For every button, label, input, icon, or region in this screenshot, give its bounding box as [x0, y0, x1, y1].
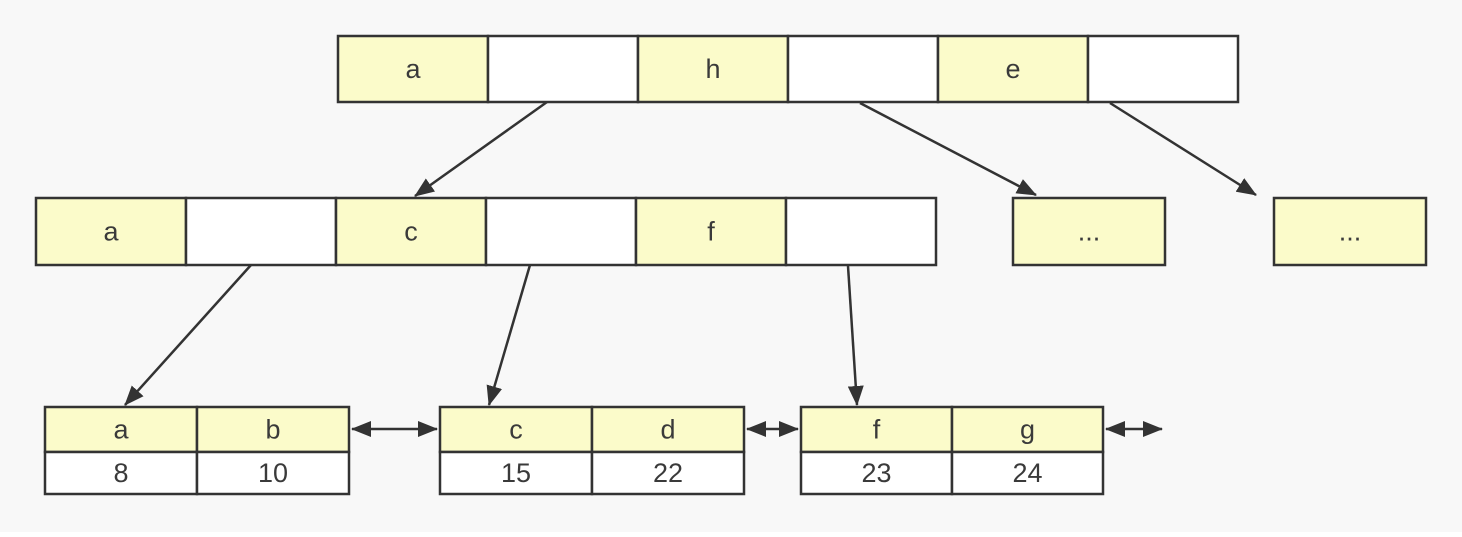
root-node-cell-0-label: a [405, 54, 421, 84]
child-pointer-arrow-2 [859, 101, 1037, 197]
internal-node-cell-2-key [334, 196, 488, 267]
elided-node-1-cell-0-key [1011, 196, 1167, 267]
root-node-cell-0-key [336, 34, 490, 104]
child-pointer-arrow-1 [414, 100, 548, 198]
root-node-cell-3-pointer [786, 34, 940, 104]
leaf-node-3-key-cell-1 [950, 405, 1105, 454]
internal-node-cell-5-pointer [784, 196, 938, 267]
leaf-node-1-value-label-1: 10 [258, 458, 288, 488]
internal-node-cell-2-label: c [404, 217, 418, 247]
child-pointer-arrow-4 [124, 264, 252, 406]
elided-node-2-cell-0-label: ... [1339, 217, 1362, 247]
leaf-node-3-value-label-0: 23 [861, 458, 891, 488]
leaf-node-2-key-label-0: c [509, 415, 523, 445]
child-pointer-arrow-5 [486, 264, 532, 406]
leaf-node-2-value-cell-1 [590, 450, 746, 496]
internal-node-cell-4-label: f [707, 217, 715, 247]
leaf-node-3-value-cell-0 [799, 450, 954, 496]
leaf-node-1-key-label-1: b [265, 415, 280, 445]
root-node-cell-1-pointer [486, 34, 640, 104]
root-node-cell-2-key [636, 34, 790, 104]
internal-node-cell-3-pointer [484, 196, 638, 267]
leaf-node-1-value-label-0: 8 [113, 458, 128, 488]
leaf-node-3-key-label-0: f [873, 415, 881, 445]
leaf-node-3-value-label-1: 24 [1012, 458, 1042, 488]
root-node-cell-2-label: h [705, 54, 720, 84]
leaf-node-2-value-label-0: 15 [501, 458, 531, 488]
internal-node-cell-1-pointer [184, 196, 338, 267]
leaf-node-1-value-cell-1 [195, 450, 351, 496]
leaf-node-1-value-cell-0 [43, 450, 199, 496]
elided-node-2-cell-0-key [1272, 196, 1428, 267]
internal-node-cell-0-label: a [103, 217, 119, 247]
leaf-node-2-key-cell-1 [590, 405, 746, 454]
leaf-node-2-key-cell-0 [438, 405, 594, 454]
leaf-node-1-key-label-0: a [113, 415, 129, 445]
root-node-cell-4-label: e [1005, 54, 1020, 84]
elided-node-1-cell-0-label: ... [1078, 217, 1101, 247]
leaf-node-2-value-cell-0 [438, 450, 594, 496]
leaf-node-3-value-cell-1 [950, 450, 1105, 496]
leaf-node-3-key-cell-0 [799, 405, 954, 454]
leaf-node-2-value-label-1: 22 [653, 458, 683, 488]
internal-node-cell-0-key [34, 196, 188, 267]
leaf-node-2-key-label-1: d [660, 415, 675, 445]
child-pointer-arrow-3 [1109, 101, 1257, 197]
root-node-cell-5-pointer [1086, 34, 1240, 104]
leaf-node-3-key-label-1: g [1020, 415, 1035, 445]
root-node-cell-4-key [936, 34, 1090, 104]
child-pointer-arrow-6 [846, 265, 864, 406]
internal-node-cell-4-key [634, 196, 788, 267]
